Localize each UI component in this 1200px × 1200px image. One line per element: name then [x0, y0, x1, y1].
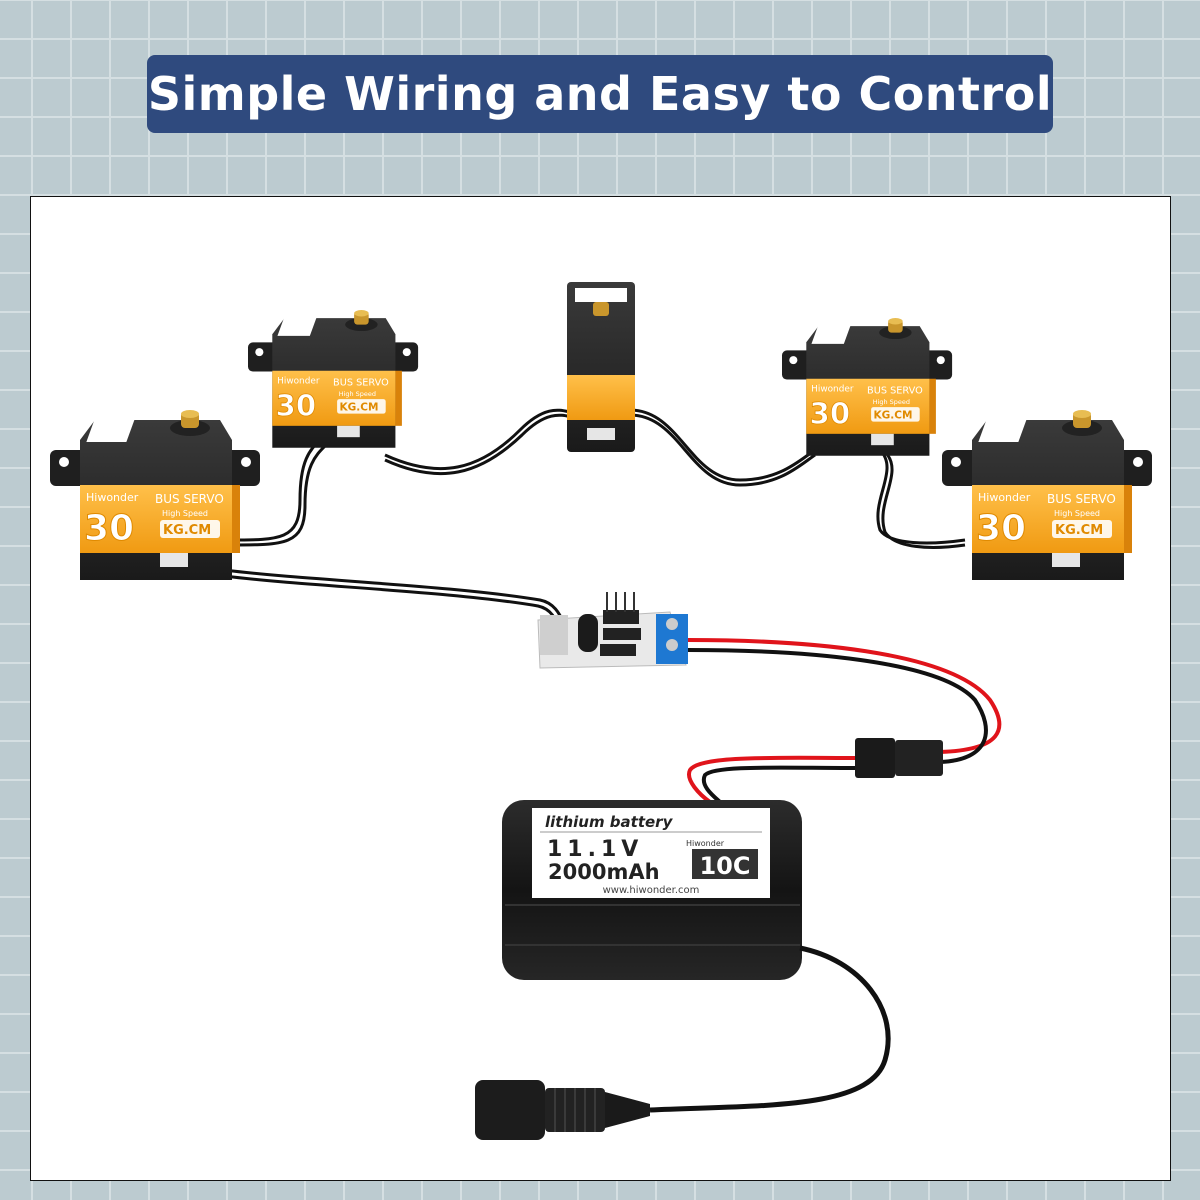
servo-center	[567, 282, 635, 452]
battery-type-label: lithium battery	[545, 813, 674, 831]
servo-1: Hiwonder BUS SERVO 30 High Speed KG.CM	[50, 410, 260, 580]
battery-website: www.hiwonder.com	[603, 885, 700, 896]
servo-type: BUS SERVO	[155, 492, 224, 506]
dc-barrel-jack	[475, 1080, 650, 1140]
lithium-battery: lithium battery 11.1V Hiwonder 2000mAh 1…	[502, 800, 802, 980]
servo-type: BUS SERVO	[1047, 492, 1116, 506]
servo-brand: Hiwonder	[978, 491, 1031, 504]
servo-brand: Hiwonder	[86, 491, 139, 504]
servo-torque-unit: KG.CM	[874, 409, 913, 421]
battery-capacity: 2000mAh	[548, 860, 660, 884]
servo-torque: 30	[976, 508, 1026, 549]
servo-torque: 30	[810, 396, 851, 430]
servo-brand: Hiwonder	[277, 377, 320, 387]
servo-torque: 30	[276, 388, 317, 422]
servo-5: Hiwonder BUS SERVO 30 High Speed KG.CM	[942, 410, 1152, 580]
servo-2: Hiwonder BUS SERVO 30 High Speed KG.CM	[248, 310, 419, 448]
servo-speed-tag: High Speed	[339, 390, 376, 398]
servo-speed-tag: High Speed	[1054, 509, 1100, 518]
battery-discharge-rate: 10C	[699, 852, 750, 880]
servo-type: BUS SERVO	[867, 385, 923, 396]
servo-brand: Hiwonder	[811, 385, 854, 395]
servo-type: BUS SERVO	[333, 377, 389, 388]
battery-voltage: 11.1V	[547, 837, 643, 862]
battery-output-cable	[649, 945, 891, 1113]
page-title: Simple Wiring and Easy to Control	[147, 67, 1053, 121]
power-cables	[687, 638, 1002, 804]
servo-torque-unit: KG.CM	[1055, 523, 1103, 538]
servo-torque-unit: KG.CM	[163, 523, 211, 538]
servo-speed-tag: High Speed	[162, 509, 208, 518]
servo-speed-tag: High Speed	[873, 398, 910, 406]
servo-torque-unit: KG.CM	[340, 401, 379, 413]
servo-controller-board	[537, 592, 688, 669]
servo-torque: 30	[84, 508, 134, 549]
battery-brand: Hiwonder	[686, 839, 725, 848]
title-banner: Simple Wiring and Easy to Control	[147, 55, 1053, 133]
servo-4: Hiwonder BUS SERVO 30 High Speed KG.CM	[782, 318, 953, 456]
power-connector	[855, 738, 943, 778]
